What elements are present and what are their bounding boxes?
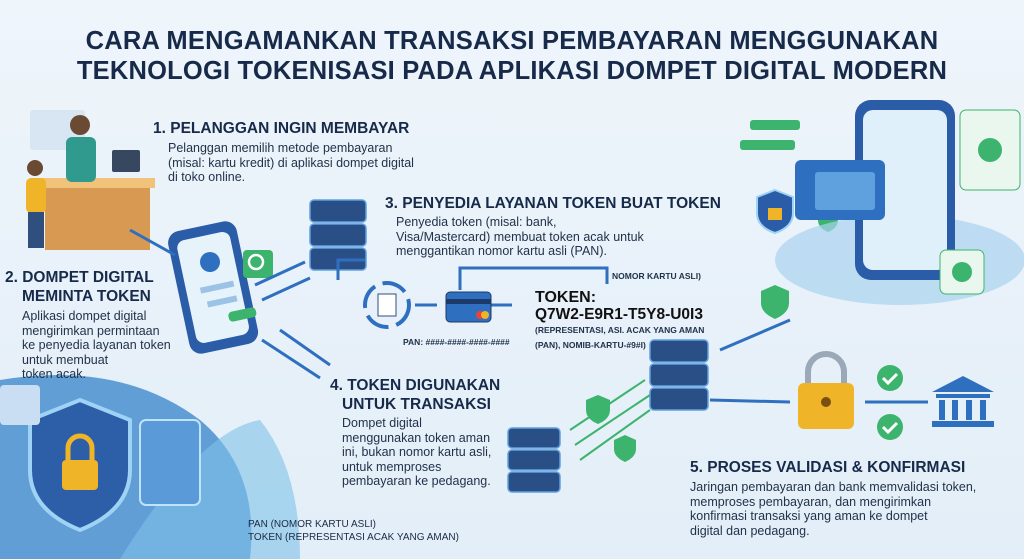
step-2: 2. DOMPET DIGITAL MEMINTA TOKEN Aplikasi… xyxy=(5,268,171,382)
token-label: TOKEN: xyxy=(535,289,597,306)
step-1-text: Pelanggan memilih metode pembayaran xyxy=(168,141,393,155)
step-2-text: mengirimkan permintaan xyxy=(22,323,160,338)
title-line-2: TEKNOLOGI TOKENISASI PADA APLIKASI DOMPE… xyxy=(76,57,948,85)
step-5-heading: 5. PROSES VALIDASI & KONFIRMASI xyxy=(690,459,966,476)
step-5-text: Jaringan pembayaran dan bank memvalidasi… xyxy=(690,480,977,494)
step-2-heading: 2. DOMPET DIGITAL xyxy=(5,269,154,286)
flow-arrows xyxy=(129,228,928,404)
legend: PAN (NOMOR KARTU ASLI) TOKEN (REPRESENTA… xyxy=(248,518,459,544)
step-4-text: Dompet digital xyxy=(342,416,422,430)
token-note: (PAN), NOMIB-KARTU-#9#I) xyxy=(535,340,646,350)
step-5-text: konfirmasi transaksi yang aman ke dompet xyxy=(690,509,928,523)
phone-illustration xyxy=(168,221,273,354)
merchant-server-icon xyxy=(507,427,561,493)
legend-token: TOKEN (REPRESENTASI ACAK YANG AMAN) xyxy=(248,532,459,543)
step-3-text: Visa/Mastercard) membuat token acak untu… xyxy=(396,229,644,244)
step-4: 4. TOKEN DIGUNAKAN UNTUK TRANSAKSI Dompe… xyxy=(330,376,500,489)
step-1: 1. PELANGGAN INGIN MEMBAYAR Pelanggan me… xyxy=(153,119,414,185)
step-4-text: menggunakan token aman xyxy=(342,430,491,445)
step-1-text: di toko online. xyxy=(168,170,246,184)
title-line-1: CARA MENGAMANKAN TRANSAKSI PEMBAYARAN ME… xyxy=(85,27,939,55)
padlock-icon xyxy=(798,351,854,429)
step-4-text: untuk memproses xyxy=(342,459,442,474)
step-1-text: (misal: kartu kredit) di aplikasi dompet… xyxy=(168,155,414,170)
token-panel: TOKEN: Q7W2-E9R1-T5Y8-U0I3 (REPRESENTASI… xyxy=(535,289,704,350)
step-5-text: memproses pembayaran, dan mengirimkan xyxy=(690,494,932,509)
network-server-icon xyxy=(649,339,709,411)
pan-masked: PAN: ####-####-####-#### xyxy=(403,337,510,347)
step-2-text: untuk membuat xyxy=(22,352,109,367)
tokenize-cycle-icon xyxy=(363,281,411,329)
step-2-heading: MEMINTA TOKEN xyxy=(22,288,151,305)
step-2-text: ke penyedia layanan token xyxy=(22,338,171,352)
step-3-text: Penyedia token (misal: bank, xyxy=(396,215,557,229)
legend-pan: PAN (NOMOR KARTU ASLI) xyxy=(248,519,376,530)
step-2-text: token acak. xyxy=(22,367,86,381)
step-4-heading: 4. TOKEN DIGUNAKAN xyxy=(330,377,501,394)
profile-card-icon xyxy=(0,385,40,425)
checkmark-icon xyxy=(877,365,903,440)
data-stream-lines xyxy=(569,379,651,461)
step-2-text: Aplikasi dompet digital xyxy=(22,309,147,323)
credit-card-icon xyxy=(445,291,492,323)
token-note: (REPRESENTASI, ASI. ACAK YANG AMAN xyxy=(535,325,705,335)
step-4-text: ini, bukan nomor kartu asli, xyxy=(342,445,492,459)
step-4-heading: UNTUK TRANSAKSI xyxy=(342,396,491,413)
bank-icon xyxy=(932,376,994,427)
step-3-text: menggantikan nomor kartu asli (PAN). xyxy=(396,244,607,258)
step-3-heading: 3. PENYEDIA LAYANAN TOKEN BUAT TOKEN xyxy=(385,195,721,212)
wallet-phone-illustration xyxy=(740,100,1021,295)
step-4-text: pembayaran ke pedagang. xyxy=(342,474,491,488)
document-panel-icon xyxy=(139,419,201,506)
store-counter-illustration xyxy=(26,110,155,250)
nomor-kartu-label: NOMOR KARTU ASLI) xyxy=(612,271,701,281)
page-title: CARA MENGAMANKAN TRANSAKSI PEMBAYARAN ME… xyxy=(0,26,1024,86)
token-value: Q7W2-E9R1-T5Y8-U0I3 xyxy=(535,306,703,323)
step-5-text: digital dan pedagang. xyxy=(690,523,810,538)
step-1-heading: 1. PELANGGAN INGIN MEMBAYAR xyxy=(153,120,410,137)
step-5: 5. PROSES VALIDASI & KONFIRMASI Jaringan… xyxy=(690,458,976,538)
shield-lock-icon xyxy=(28,397,132,533)
step-3: 3. PENYEDIA LAYANAN TOKEN BUAT TOKEN Pen… xyxy=(385,194,721,259)
